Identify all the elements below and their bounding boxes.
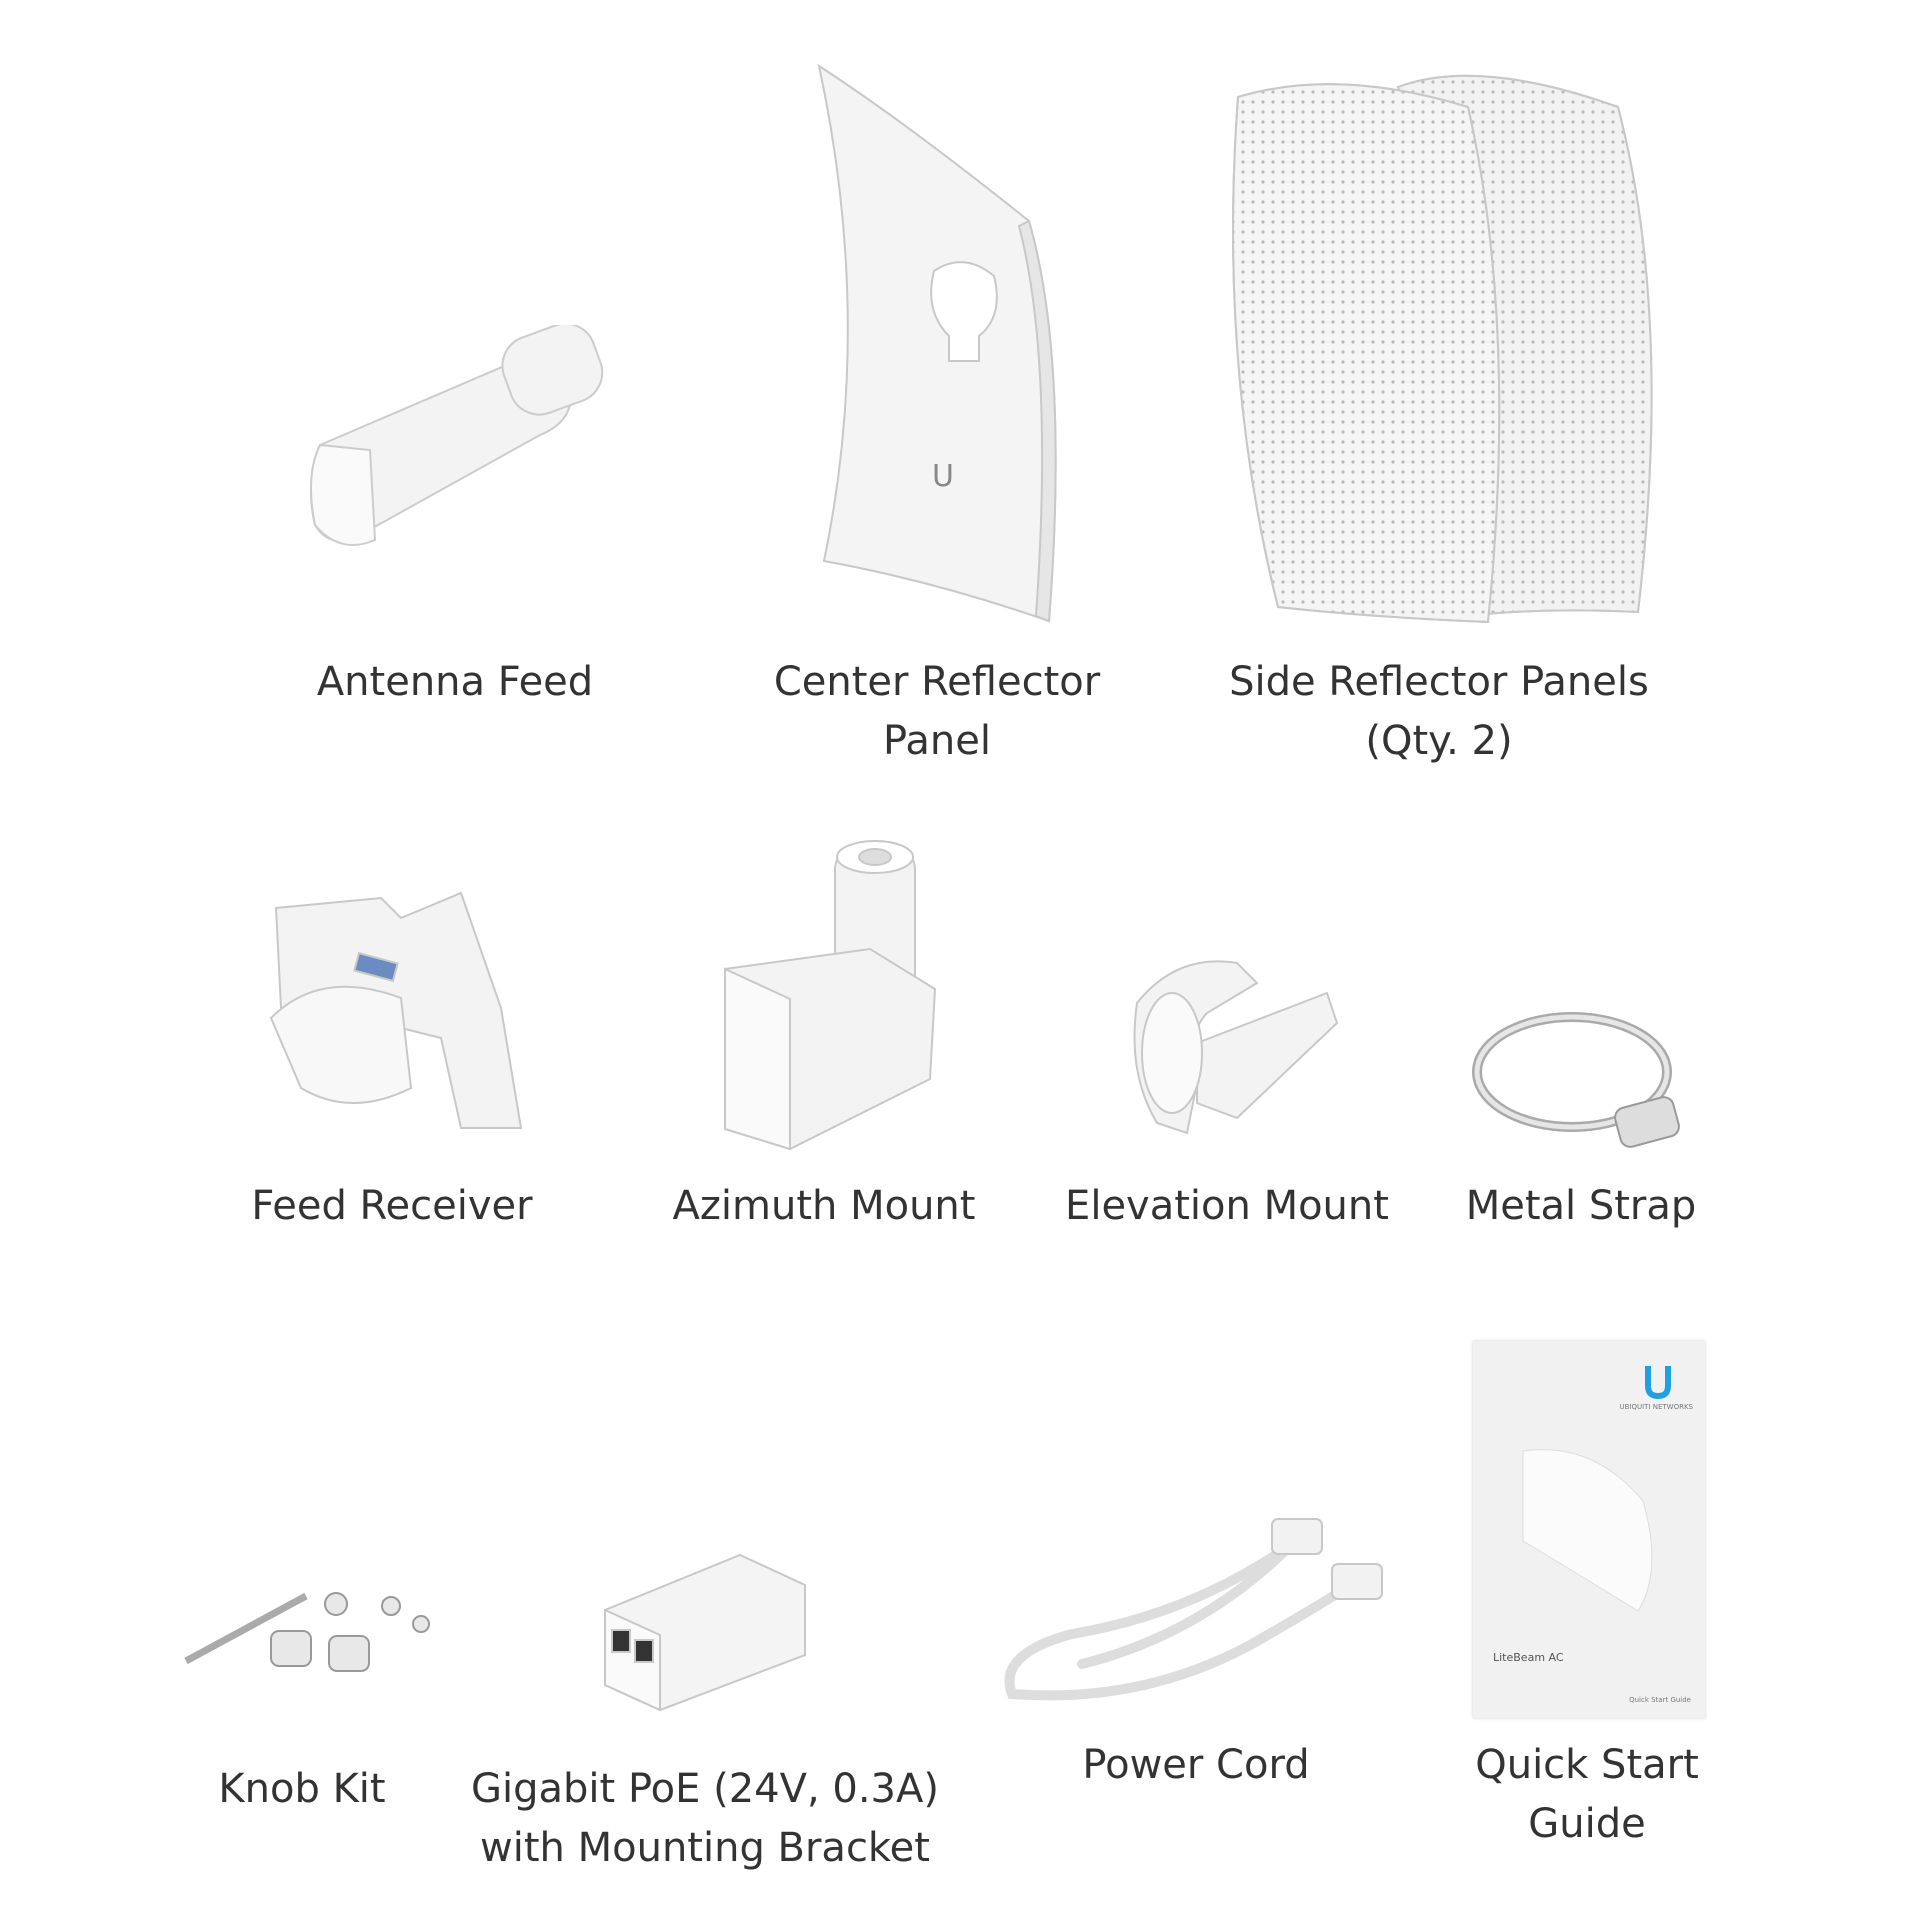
item-label-gigabit-poe: Gigabit PoE (24V, 0.3A) with Mounting Bra… [471, 1760, 939, 1878]
feed-receiver-image [261, 888, 527, 1133]
ubiquiti-logo: U [932, 459, 954, 494]
label-line: Azimuth Mount [672, 1183, 976, 1229]
label-line: Feed Receiver [251, 1183, 533, 1229]
metal-strap-image [1467, 1002, 1690, 1157]
guide-brand: UBIQUITI NETWORKS [1619, 1403, 1693, 1411]
side-reflector-panels-image [1218, 67, 1665, 625]
azimuth-mount-image [720, 839, 937, 1151]
item-label-elevation-mount: Elevation Mount [1065, 1177, 1389, 1236]
label-line: (Qty. 2) [1365, 718, 1513, 764]
label-line: Guide [1528, 1801, 1646, 1847]
item-label-azimuth-mount: Azimuth Mount [673, 1177, 976, 1236]
knob-kit-image [181, 1586, 435, 1690]
gigabit-poe-image [600, 1545, 811, 1714]
label-line: Panel [883, 718, 991, 764]
item-label-metal-strap: Metal Strap [1466, 1177, 1697, 1236]
item-label-side-reflector-panels: Side Reflector Panels (Qty. 2) [1229, 653, 1649, 771]
antenna-feed-image [300, 325, 612, 557]
item-label-antenna-feed: Antenna Feed [317, 653, 593, 712]
label-line: Knob Kit [218, 1766, 386, 1812]
center-reflector-panel-image: U [814, 61, 1065, 625]
label-line: Metal Strap [1465, 1183, 1697, 1229]
item-label-power-cord: Power Cord [1082, 1736, 1309, 1795]
label-line: Center Reflector [773, 659, 1101, 705]
label-line: with Mounting Bracket [480, 1825, 930, 1871]
elevation-mount-image [1127, 943, 1341, 1139]
item-label-knob-kit: Knob Kit [218, 1760, 385, 1819]
guide-title: Quick Start Guide [1629, 1696, 1691, 1704]
quick-start-guide-image: UBIQUITI NETWORKS LiteBeam AC Quick Star… [1473, 1341, 1705, 1718]
label-line: Gigabit PoE (24V, 0.3A) [471, 1766, 939, 1812]
power-cord-image [992, 1494, 1408, 1714]
label-line: Elevation Mount [1065, 1183, 1389, 1229]
label-line: Power Cord [1082, 1742, 1310, 1788]
label-line: Side Reflector Panels [1229, 659, 1649, 705]
label-line: Quick Start [1475, 1742, 1699, 1788]
guide-product-name: LiteBeam AC [1493, 1651, 1564, 1664]
item-label-feed-receiver: Feed Receiver [251, 1177, 532, 1236]
label-line: Antenna Feed [316, 659, 594, 705]
